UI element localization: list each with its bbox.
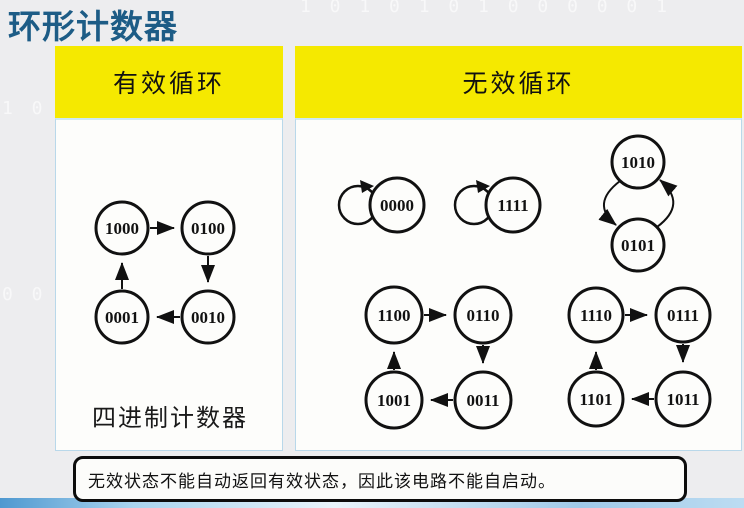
invalid-cycle-header: 无效循环: [295, 46, 742, 118]
self-loop-arrowhead: [476, 180, 490, 193]
note-box: 无效状态不能自动返回有效状态，因此该电路不能自启动。: [73, 456, 687, 502]
valid-cycle-body: 1000 0100 0010 0001 四进制计数器: [55, 118, 283, 451]
svg-text:0000: 0000: [380, 196, 414, 215]
svg-text:0001: 0001: [105, 308, 139, 327]
state-node-0010: 0010: [180, 289, 236, 345]
svg-text:1110: 1110: [580, 306, 612, 325]
invalid-four-cycle-a: 1100 0110 0011 1001: [364, 285, 513, 430]
svg-text:0101: 0101: [621, 236, 655, 255]
arrow-0101-1010: [656, 179, 678, 228]
valid-cycle-state-diagram: 1000 0100 0010 0001 四进制计数器: [92, 200, 248, 432]
self-loop-0000: 0000: [337, 176, 426, 234]
svg-text:1100: 1100: [377, 306, 410, 325]
panel-valid-cycle: 有效循环 1000 0100 0010: [55, 46, 283, 451]
invalid-cycle-body: 0000 1111 1010 0101: [295, 118, 742, 451]
svg-text:1011: 1011: [666, 390, 699, 409]
self-loop-1111: 1111: [453, 176, 542, 234]
svg-text:0111: 0111: [667, 306, 699, 325]
svg-text:0011: 0011: [466, 391, 499, 410]
svg-text:1001: 1001: [377, 391, 411, 410]
svg-text:1101: 1101: [579, 390, 612, 409]
self-loop-arrowhead: [360, 180, 374, 193]
two-state-cycle: 1010 0101: [598, 134, 678, 273]
page-title: 环形计数器: [8, 7, 178, 46]
state-node-0100: 0100: [180, 200, 236, 256]
svg-text:1111: 1111: [497, 196, 528, 215]
invalid-cycle-state-diagram: 0000 1111 1010 0101: [337, 134, 712, 430]
svg-text:0010: 0010: [191, 308, 225, 327]
svg-text:0110: 0110: [466, 306, 499, 325]
note-text: 无效状态不能自动返回有效状态，因此该电路不能自启动。: [88, 471, 556, 492]
valid-cycle-caption: 四进制计数器: [92, 404, 248, 432]
panel-invalid-cycle: 无效循环 0000 1111: [295, 46, 742, 451]
valid-cycle-header: 有效循环: [55, 46, 283, 118]
state-node-1000: 1000: [94, 200, 150, 256]
invalid-four-cycle-b: 1110 0111 1011 1101: [567, 286, 712, 428]
bottom-accent-bar: [0, 498, 744, 508]
svg-text:1010: 1010: [621, 153, 655, 172]
background-binary-watermark: 1 0 1 0 1 0 1 0 0 0 0 0 1: [300, 0, 671, 17]
svg-text:0100: 0100: [191, 219, 225, 238]
state-node-0001: 0001: [94, 289, 150, 345]
arrow-1010-0101: [598, 180, 621, 226]
svg-text:1000: 1000: [105, 219, 139, 238]
